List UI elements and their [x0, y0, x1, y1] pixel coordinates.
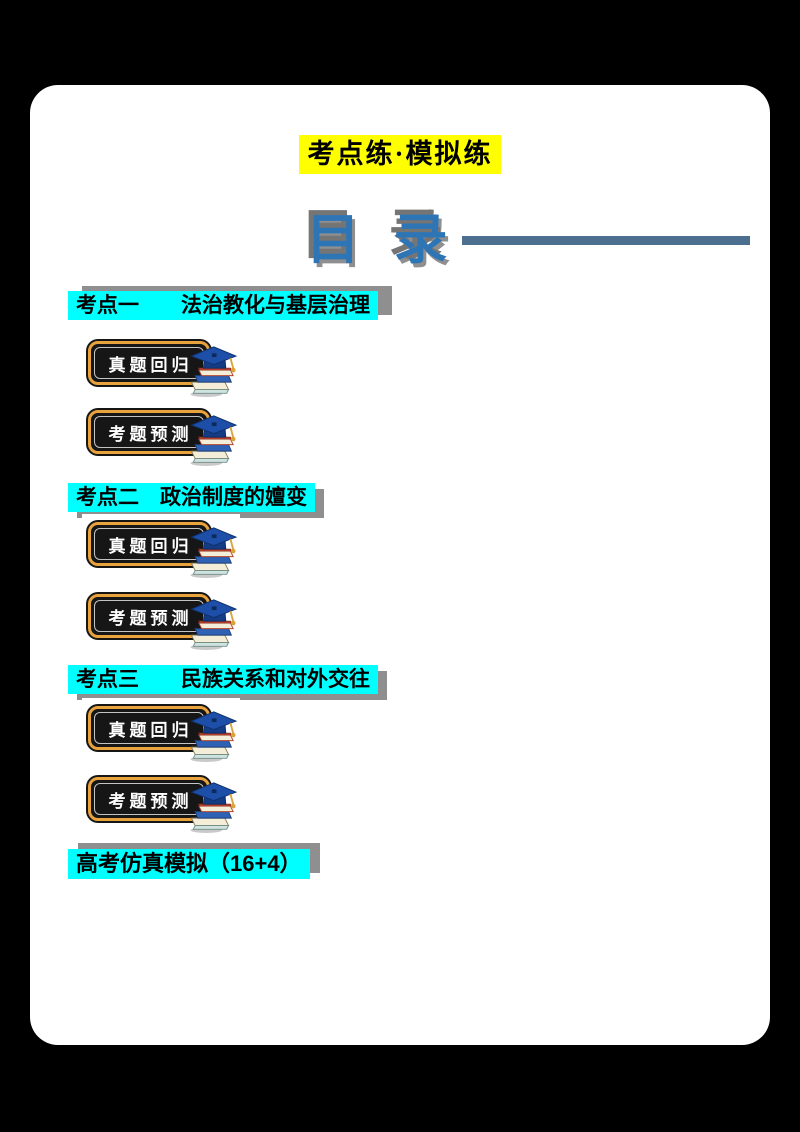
section-heading-3: 考点三 民族关系和对外交往 — [68, 665, 378, 694]
books-graduation-cap-icon — [189, 598, 237, 650]
document-page: 考点练·模拟练 目 录 考点一 法治教化与基层治理 真题回归 考题预测 考点二 … — [30, 85, 770, 1045]
badge-plate: 真题回归 — [88, 341, 210, 385]
toc-heading: 目 录 — [306, 210, 458, 270]
books-graduation-cap-icon — [189, 526, 237, 578]
badge-zhenti-huigui: 真题回归 — [82, 333, 240, 397]
page-title: 考点练·模拟练 — [299, 135, 501, 175]
title-row: 考点练·模拟练 — [30, 135, 770, 175]
badge-plate: 考题预测 — [88, 410, 210, 454]
badge-plate: 考题预测 — [88, 594, 210, 638]
badge-zhenti-huigui: 真题回归 — [82, 698, 240, 762]
badge-kaoti-yuce: 考题预测 — [82, 586, 240, 650]
badge-label: 真题回归 — [108, 355, 193, 375]
books-graduation-cap-icon — [189, 710, 237, 762]
toc-heading-row: 目 录 — [30, 209, 750, 271]
section-heading-2: 考点二 政治制度的嬗变 — [68, 483, 315, 512]
badge-kaoti-yuce: 考题预测 — [82, 769, 240, 833]
badge-label: 真题回归 — [108, 720, 193, 740]
badge-label: 考题预测 — [108, 424, 193, 444]
books-graduation-cap-icon — [189, 345, 237, 397]
section-heading-1: 考点一 法治教化与基层治理 — [68, 291, 378, 320]
badge-kaoti-yuce: 考题预测 — [82, 402, 240, 466]
toc-heading-rule — [461, 235, 750, 245]
footer-heading: 高考仿真模拟（16+4） — [68, 849, 310, 879]
badge-plate: 考题预测 — [88, 777, 210, 821]
badge-zhenti-huigui: 真题回归 — [82, 514, 240, 578]
books-graduation-cap-icon — [189, 781, 237, 833]
badge-label: 考题预测 — [108, 608, 193, 628]
badge-label: 考题预测 — [108, 791, 193, 811]
badge-plate: 真题回归 — [88, 706, 210, 750]
books-graduation-cap-icon — [189, 414, 237, 466]
badge-label: 真题回归 — [108, 536, 193, 556]
